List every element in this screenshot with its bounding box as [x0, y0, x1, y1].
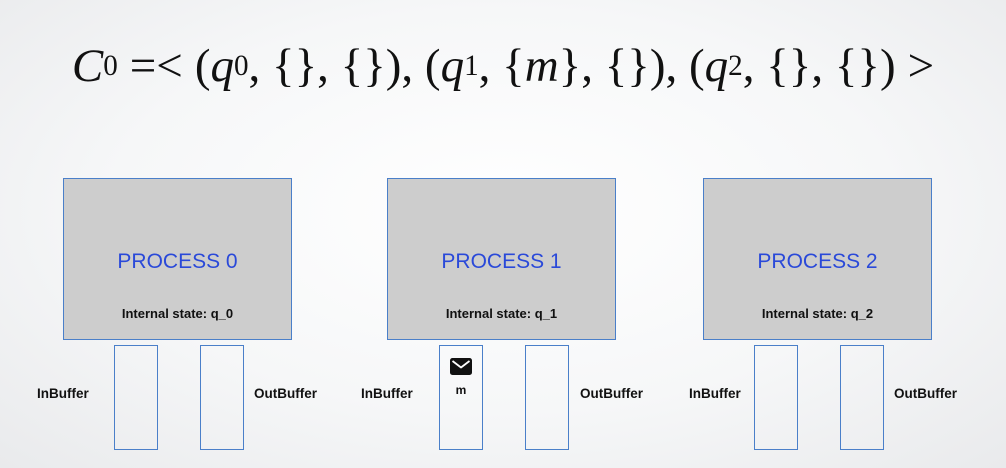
- process-0-outbuffer-label: OutBuffer: [254, 386, 317, 401]
- process-0-state: Internal state: q_0: [121, 306, 234, 321]
- process-2-inbuffer: [754, 345, 798, 450]
- formula-part1: , {}, {}), (: [248, 40, 441, 92]
- formula-lhs-sub: 0: [103, 49, 118, 82]
- process-0-outbuffer: [200, 345, 244, 450]
- process-2-state: Internal state: q_2: [761, 306, 874, 321]
- process-0-inbuffer: [114, 345, 158, 450]
- process-1-inbuffer-label: InBuffer: [361, 386, 413, 401]
- process-2-inbuffer-label: InBuffer: [689, 386, 741, 401]
- formula-q2: q: [704, 40, 729, 92]
- formula-lhs: C: [71, 40, 104, 92]
- process-1-inbuffer: [439, 345, 483, 450]
- formula-q0-sub: 0: [233, 49, 249, 82]
- process-1-outbuffer-label: OutBuffer: [580, 386, 643, 401]
- formula-part2b: }, {}), (: [558, 40, 705, 92]
- process-1-outbuffer: [525, 345, 569, 450]
- process-2-outbuffer: [840, 345, 884, 450]
- process-2-box: PROCESS 2 Internal state: q_2: [703, 178, 932, 340]
- process-0-box: PROCESS 0 Internal state: q_0: [63, 178, 292, 340]
- formula-q1: q: [440, 40, 465, 92]
- process-1-title: PROCESS 1: [441, 250, 562, 273]
- formula-close: >: [907, 40, 935, 92]
- process-2-outbuffer-label: OutBuffer: [894, 386, 957, 401]
- formula-open: (: [194, 40, 211, 92]
- process-1-message-label: m: [455, 383, 467, 397]
- envelope-icon: [450, 358, 472, 375]
- process-0-title: PROCESS 0: [117, 250, 238, 273]
- formula-q0: q: [210, 40, 234, 92]
- process-1-box: PROCESS 1 Internal state: q_1: [387, 178, 616, 340]
- formula-part2a: , {: [478, 40, 525, 92]
- process-2-title: PROCESS 2: [757, 250, 878, 273]
- formula-part3: , {}, {}): [742, 40, 896, 92]
- process-1-state: Internal state: q_1: [445, 306, 558, 321]
- formula-m: m: [524, 40, 559, 92]
- process-0-inbuffer-label: InBuffer: [37, 386, 89, 401]
- formula-q1-sub: 1: [464, 49, 479, 82]
- formula-q2-sub: 2: [728, 49, 743, 82]
- formula-eq: =<: [129, 40, 183, 92]
